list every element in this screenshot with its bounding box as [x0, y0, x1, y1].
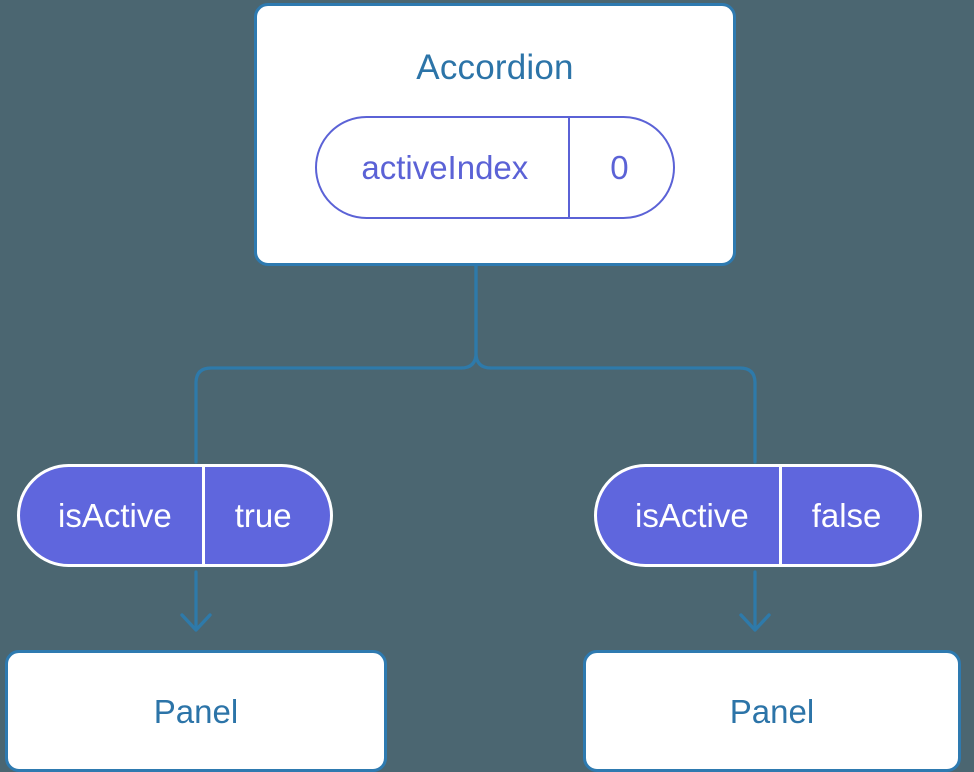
prop-pill-value: true — [201, 467, 330, 564]
state-pill-active-index[interactable]: activeIndex 0 — [315, 116, 675, 219]
component-title: Accordion — [416, 48, 574, 87]
prop-pill-key: isActive — [58, 497, 172, 534]
state-pill-key: activeIndex — [361, 149, 529, 186]
prop-pill-is-active-true[interactable]: isActive true — [17, 464, 333, 567]
prop-pill-key: isActive — [635, 497, 749, 534]
prop-pill-is-active-false[interactable]: isActive false — [594, 464, 923, 567]
component-card-accordion[interactable]: Accordion activeIndex 0 — [254, 3, 736, 266]
arrow-head-left — [180, 613, 212, 632]
component-card-panel-left[interactable]: Panel — [5, 650, 387, 772]
component-card-panel-right[interactable]: Panel — [583, 650, 961, 772]
connector-split-path-right — [474, 264, 757, 464]
panel-title: Panel — [729, 692, 815, 730]
panel-title: Panel — [153, 692, 239, 730]
arrow-head-right — [739, 613, 771, 632]
prop-pill-value: false — [778, 467, 920, 564]
connector-split-path — [194, 264, 478, 464]
state-pill-value: 0 — [568, 118, 672, 217]
